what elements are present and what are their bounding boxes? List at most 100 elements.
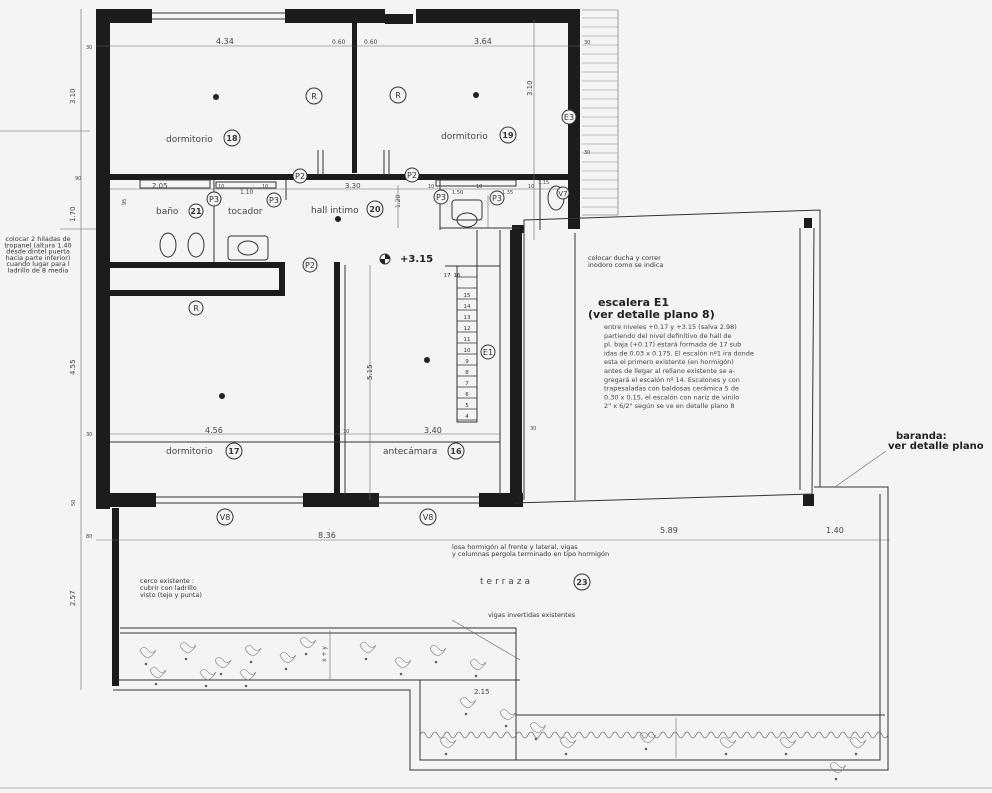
dimension-lines (60, 9, 890, 758)
room-numbers: 18 19 21 20 17 16 23 (190, 131, 587, 587)
baranda-note-line1: baranda: (896, 431, 947, 442)
dim-1-35: 1.35 (502, 190, 513, 196)
note-line: partiendo del nivel definitivo de hall d… (604, 332, 732, 340)
marker-r-1: R (311, 92, 317, 101)
note-line: visto (tejo y punta) (140, 591, 202, 599)
vegetation-dot (434, 660, 438, 664)
dim-top-mid2: 0.60 (364, 39, 378, 46)
dim-top-left: 4.34 (216, 37, 234, 46)
dim-right-top: 3.10 (526, 80, 534, 96)
vegetation-dot (504, 724, 508, 728)
vegetation-blob (849, 737, 867, 749)
level-marker (379, 253, 391, 265)
vegetation-dot (219, 672, 223, 676)
marker-e3: E3 (564, 113, 574, 122)
vegetation-dot (474, 674, 478, 678)
dim-stair-height: 5.15 (366, 364, 374, 380)
baranda-leader (834, 450, 887, 488)
stair-description: entre niveles +0.17 y +3.15 (salva 2.98)… (604, 323, 754, 410)
vegetation-blob (779, 737, 797, 749)
room-number-circles (188, 126, 591, 591)
vegetation-dot (304, 652, 308, 656)
dim-2-57: 2.57 (69, 590, 77, 606)
vegetation-dot (564, 752, 568, 756)
vegetation-blob (639, 732, 657, 744)
note-line: cerco existente : (140, 577, 194, 585)
marker-p3-2: P3 (269, 196, 279, 205)
vegetation-blob (529, 722, 547, 734)
exterior-stair-treads (582, 17, 618, 208)
vegetation-blob (429, 645, 447, 657)
stair-step-number: 6 (465, 392, 469, 398)
element-marker-labels: R R R P2 P2 P2 P3 P3 P3 P3 V8 V8 V7 E3 E… (193, 91, 574, 522)
dim-hall-width: 3.30 (345, 182, 361, 190)
dim-antecamara-width: 3.40 (424, 426, 442, 435)
vegetation-blob (499, 709, 517, 721)
vegetation-blob (199, 669, 217, 681)
dim-30b: 30 (86, 432, 92, 438)
note-line: gregará el escalón nº 14. Escalones y co… (604, 376, 740, 384)
marker-r-3: R (193, 304, 199, 313)
interior-walls (110, 23, 570, 502)
note-line: hacia parte inferior) (6, 254, 71, 262)
marker-p3-3: P3 (436, 193, 446, 202)
vegetation-blob (139, 647, 157, 659)
marker-p3-1: P3 (209, 195, 219, 204)
vegetation-dot (244, 684, 248, 688)
marker-p3-4: P3 (492, 194, 502, 203)
room-center-dots (213, 92, 479, 399)
baranda-note-line2: ver detalle plano (888, 441, 984, 452)
losa-note: losa hormigón al frente y lateral, vigas… (452, 543, 609, 558)
dim-10d: 10 (476, 184, 482, 190)
stair-step-number: 5 (465, 403, 469, 409)
vegetation-dot (784, 752, 788, 756)
dim-2-15: 2.15 (474, 688, 490, 696)
stair-step-number: 8 (465, 370, 469, 376)
vegetation-blob (439, 737, 457, 749)
stair-step-number: 9 (465, 359, 469, 365)
marker-v8-2: V8 (423, 513, 434, 522)
note-line: desde dintel puerta (6, 248, 70, 256)
note-line: colocar ducha y correr (588, 254, 661, 262)
note-line: 0.30 x 0.15, el escalón con nariz de vin… (604, 393, 739, 401)
note-line: colocar 2 hiladas de (5, 235, 70, 243)
vegetation-dot (284, 667, 288, 671)
dim-dorm17-width: 4.56 (205, 426, 223, 435)
dim-1-20: 1.20 (395, 194, 402, 208)
vegetation-blob (459, 697, 477, 709)
dim-30d: 30 (584, 150, 590, 156)
room-tocador: tocador (228, 207, 263, 217)
vegetation-blob (719, 737, 737, 749)
stair-step-number: 7 (465, 381, 469, 387)
dim-1-50: 1.50 (452, 190, 463, 196)
note-line: ladrillo de 8 media (8, 267, 69, 275)
room-num-18: 18 (226, 134, 238, 143)
note-line: losa hormigón al frente y lateral, vigas (452, 543, 578, 551)
vegetation-dot (144, 662, 148, 666)
note-line: cuando lugar para l (6, 260, 70, 268)
stair-step-number: 12 (464, 326, 471, 332)
dim-1-15: 1.15 (538, 180, 549, 186)
dim-30-right: 30 (584, 40, 590, 46)
dim-top-right: 3.64 (474, 37, 492, 46)
room-num-16: 16 (450, 447, 462, 456)
dim-80: 80 (86, 534, 92, 540)
note-line: 2" x 6/2" según se ve en detalle plano 8 (604, 402, 735, 410)
dim-95: 95 (122, 199, 128, 205)
stair-step-number: 13 (464, 315, 471, 321)
planter-vegetation (139, 637, 889, 781)
room-num-23: 23 (576, 578, 587, 587)
stair-step-number: 15 (464, 293, 471, 299)
vegetation-dot (249, 660, 253, 664)
vegetation-dot (644, 747, 648, 751)
note-line: antes de llegar al rellano existente se … (604, 367, 736, 375)
dim-bano-width: 2.05 (152, 182, 168, 190)
dim-90: 90 (75, 176, 81, 182)
element-markers (188, 86, 577, 526)
room-dormitorio-17: dormitorio (166, 447, 213, 457)
marker-p2-1: P2 (295, 172, 305, 181)
dim-50: 50 (71, 500, 77, 506)
stair-e1 (445, 230, 501, 425)
